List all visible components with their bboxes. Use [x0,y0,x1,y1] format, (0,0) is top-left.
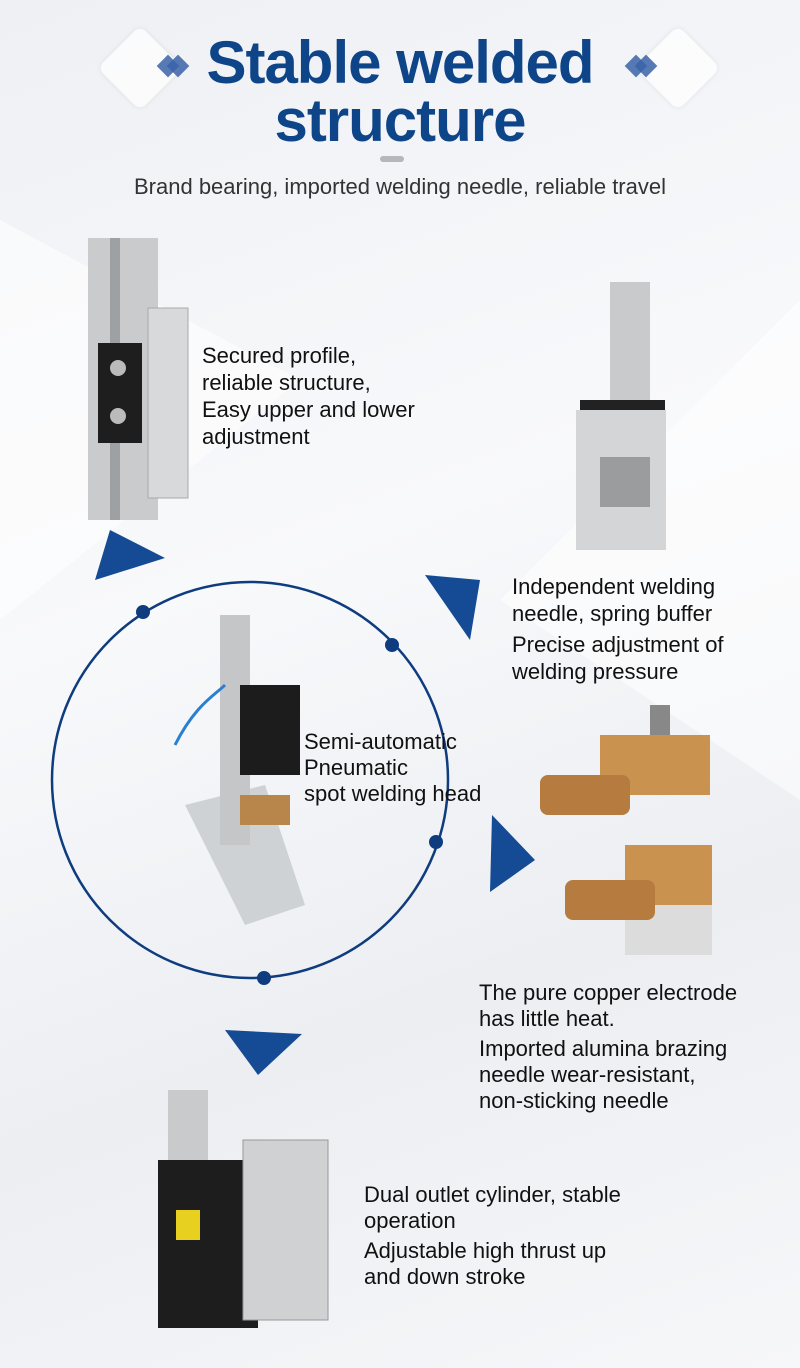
title-line-2: structure [274,87,526,154]
text-line: welding pressure [512,659,679,684]
electrode-image [540,705,712,955]
feature-profile-text: Secured profile, reliable structure, Eas… [202,342,415,450]
ring-dot [257,971,271,985]
text-line: Precise adjustment of [512,632,724,657]
arrow-triangle-icon [425,575,480,640]
text-line: The pure copper electrode [479,980,738,1005]
text-line: Easy upper and lower [202,397,415,422]
arrow-triangle-icon [490,815,535,892]
ring-dot [385,638,399,652]
text-line: has little heat. [479,1006,615,1031]
text-line: operation [364,1208,456,1233]
text-line: and down stroke [364,1264,526,1289]
text-line: adjustment [202,424,310,449]
text-line: spot welding head [304,781,482,806]
ring-dot [136,605,150,619]
text-line: Dual outlet cylinder, stable [364,1182,621,1207]
text-line: Independent welding [512,574,716,599]
feature-ring [50,580,450,980]
ring-dot [429,835,443,849]
arrow-triangle-icon [95,530,165,580]
text-line: Adjustable high thrust up [364,1238,607,1263]
text-line: needle wear-resistant, [479,1062,696,1087]
arrow-triangle-icon [225,1030,302,1075]
feature-center-text: Semi-automatic Pneumatic spot welding he… [304,729,481,807]
profile-image [88,238,189,520]
needle-image [576,282,666,550]
welding-head-image [173,615,305,925]
text-line: reliable structure, [202,370,371,395]
text-line: needle, spring buffer [512,601,713,626]
cylinder-image [158,1090,329,1328]
text-line: Secured profile, [202,343,357,368]
text-line: Imported alumina brazing [479,1036,728,1061]
text-line: non-sticking needle [479,1088,669,1113]
title-line-1: Stable welded [206,29,594,96]
divider [380,156,404,162]
text-line: Semi-automatic [304,729,457,754]
subtitle: Brand bearing, imported welding needle, … [134,174,666,199]
text-line: Pneumatic [304,755,408,780]
